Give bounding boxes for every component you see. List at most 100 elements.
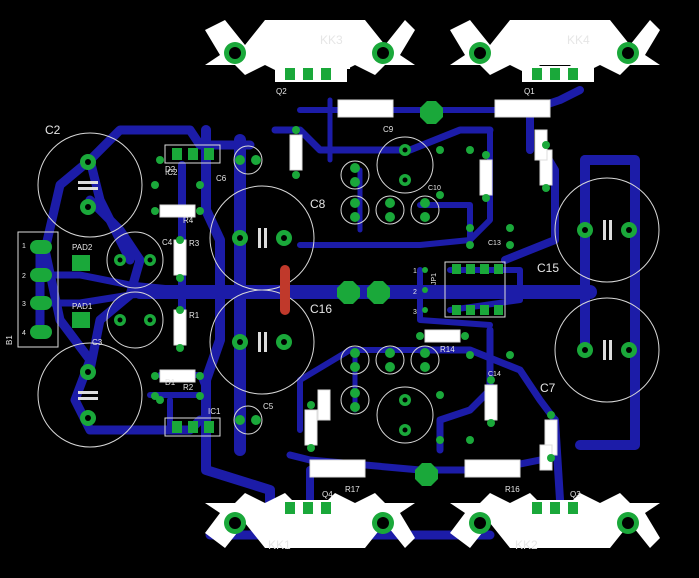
capacitor-c5 <box>233 405 263 435</box>
trace <box>575 155 640 450</box>
label-r16: R16 <box>505 485 520 494</box>
label-r17: R17 <box>345 485 360 494</box>
capacitor-c12 <box>376 386 434 444</box>
capacitor-c16 <box>209 289 315 395</box>
heatsink-body <box>205 20 415 75</box>
heatsink-body <box>450 20 660 75</box>
resistor-r2 <box>159 369 196 383</box>
component-pads <box>151 126 555 462</box>
resistor-r17 <box>309 459 366 478</box>
label-kk4: KK4 <box>567 33 590 47</box>
capacitor-c7 <box>554 297 660 403</box>
label-d2: D2 <box>165 165 176 174</box>
trace <box>416 346 559 424</box>
label-c8: C8 <box>310 197 326 211</box>
label-c15: C15 <box>537 261 559 275</box>
label-r3: R3 <box>189 239 200 248</box>
resistor-r16 <box>464 459 521 478</box>
resistor-r9 <box>337 99 394 118</box>
labels: KK3 KK4 KK1 KK2 C2 C3 C8 C15 C16 C7 C4 C… <box>5 33 590 552</box>
ic-ic1 <box>164 417 221 437</box>
label-r1: R1 <box>189 311 200 320</box>
via <box>337 281 360 304</box>
label-q1: Q1 <box>524 87 535 96</box>
label-c10: C10 <box>428 185 441 192</box>
heatsink-kk4 <box>450 20 660 75</box>
resistor-r15 <box>484 384 498 421</box>
label-c2: C2 <box>45 123 61 137</box>
label-c7: C7 <box>540 381 556 395</box>
resistor-r4 <box>159 204 196 218</box>
label-c16: C16 <box>310 302 332 316</box>
pad-2 <box>72 255 90 271</box>
trace <box>436 326 494 454</box>
heatsink-body <box>450 493 660 548</box>
led-3 <box>340 160 370 190</box>
label-pad2: PAD2 <box>72 243 93 252</box>
resistor-r6 <box>479 159 493 196</box>
label-c14: C14 <box>488 371 501 378</box>
led-2 <box>340 195 370 225</box>
heatsink-kk1 <box>205 493 415 548</box>
led-5 <box>340 345 370 375</box>
label-jp1: JP1 <box>431 273 438 285</box>
transistors <box>164 66 594 516</box>
transistor-q3 <box>522 500 594 516</box>
label-jp-pin-1: 1 <box>413 268 417 275</box>
capacitor-c6 <box>233 145 263 175</box>
capacitor-c3 <box>37 342 143 448</box>
heatsink-kk2 <box>450 493 660 548</box>
label-q3: Q3 <box>570 490 581 499</box>
label-ic2: IC2 <box>165 168 178 177</box>
label-kk2: KK2 <box>515 538 538 552</box>
via <box>415 463 438 486</box>
label-ic1: IC1 <box>208 407 221 416</box>
led-8 <box>410 195 440 225</box>
led-4 <box>340 385 370 415</box>
via <box>420 101 443 124</box>
pad-1 <box>72 312 90 328</box>
ic-ic2 <box>164 144 221 164</box>
label-jp-pin-3: 3 <box>413 309 417 316</box>
via <box>367 281 390 304</box>
label-b1-pin-4: 4 <box>22 330 26 337</box>
capacitor-c8 <box>209 185 315 291</box>
label-c9: C9 <box>383 125 394 134</box>
transistor-q1 <box>522 66 594 82</box>
label-c4: C4 <box>162 238 173 247</box>
label-b1-pin-2: 2 <box>22 273 26 280</box>
resistor-r1 <box>173 309 187 346</box>
label-q4: Q4 <box>322 490 333 499</box>
pads <box>72 255 90 328</box>
transistor-q2 <box>275 66 347 82</box>
small-round-parts <box>106 136 440 444</box>
heatsink-kk3 <box>205 20 415 75</box>
transistor-q4 <box>275 500 347 516</box>
led-6 <box>375 345 405 375</box>
label-c5: C5 <box>263 402 274 411</box>
resistor-r14 <box>424 329 461 343</box>
heatsink-body <box>205 493 415 548</box>
label-b1: B1 <box>5 335 14 345</box>
label-jp-pin-2: 2 <box>413 289 417 296</box>
big-capacitors <box>37 132 660 448</box>
label-c3: C3 <box>92 338 103 347</box>
resistor-r13 <box>289 134 303 171</box>
capacitor-c15 <box>554 177 660 283</box>
label-b1-pin-1: 1 <box>22 243 26 250</box>
label-r4: R4 <box>183 216 194 225</box>
led-7 <box>410 345 440 375</box>
label-q2: Q2 <box>276 87 287 96</box>
label-b1-pin-3: 3 <box>22 301 26 308</box>
resistor-r3 <box>173 239 187 276</box>
label-c6: C6 <box>216 174 227 183</box>
wire-jumper <box>280 265 290 315</box>
connector-b1 <box>17 231 59 348</box>
capacitor-c11 <box>376 136 434 194</box>
capacitor-c4 <box>106 231 164 289</box>
resistors <box>159 99 558 478</box>
vias <box>337 101 443 486</box>
label-d1: D1 <box>165 378 176 387</box>
led-1 <box>375 195 405 225</box>
